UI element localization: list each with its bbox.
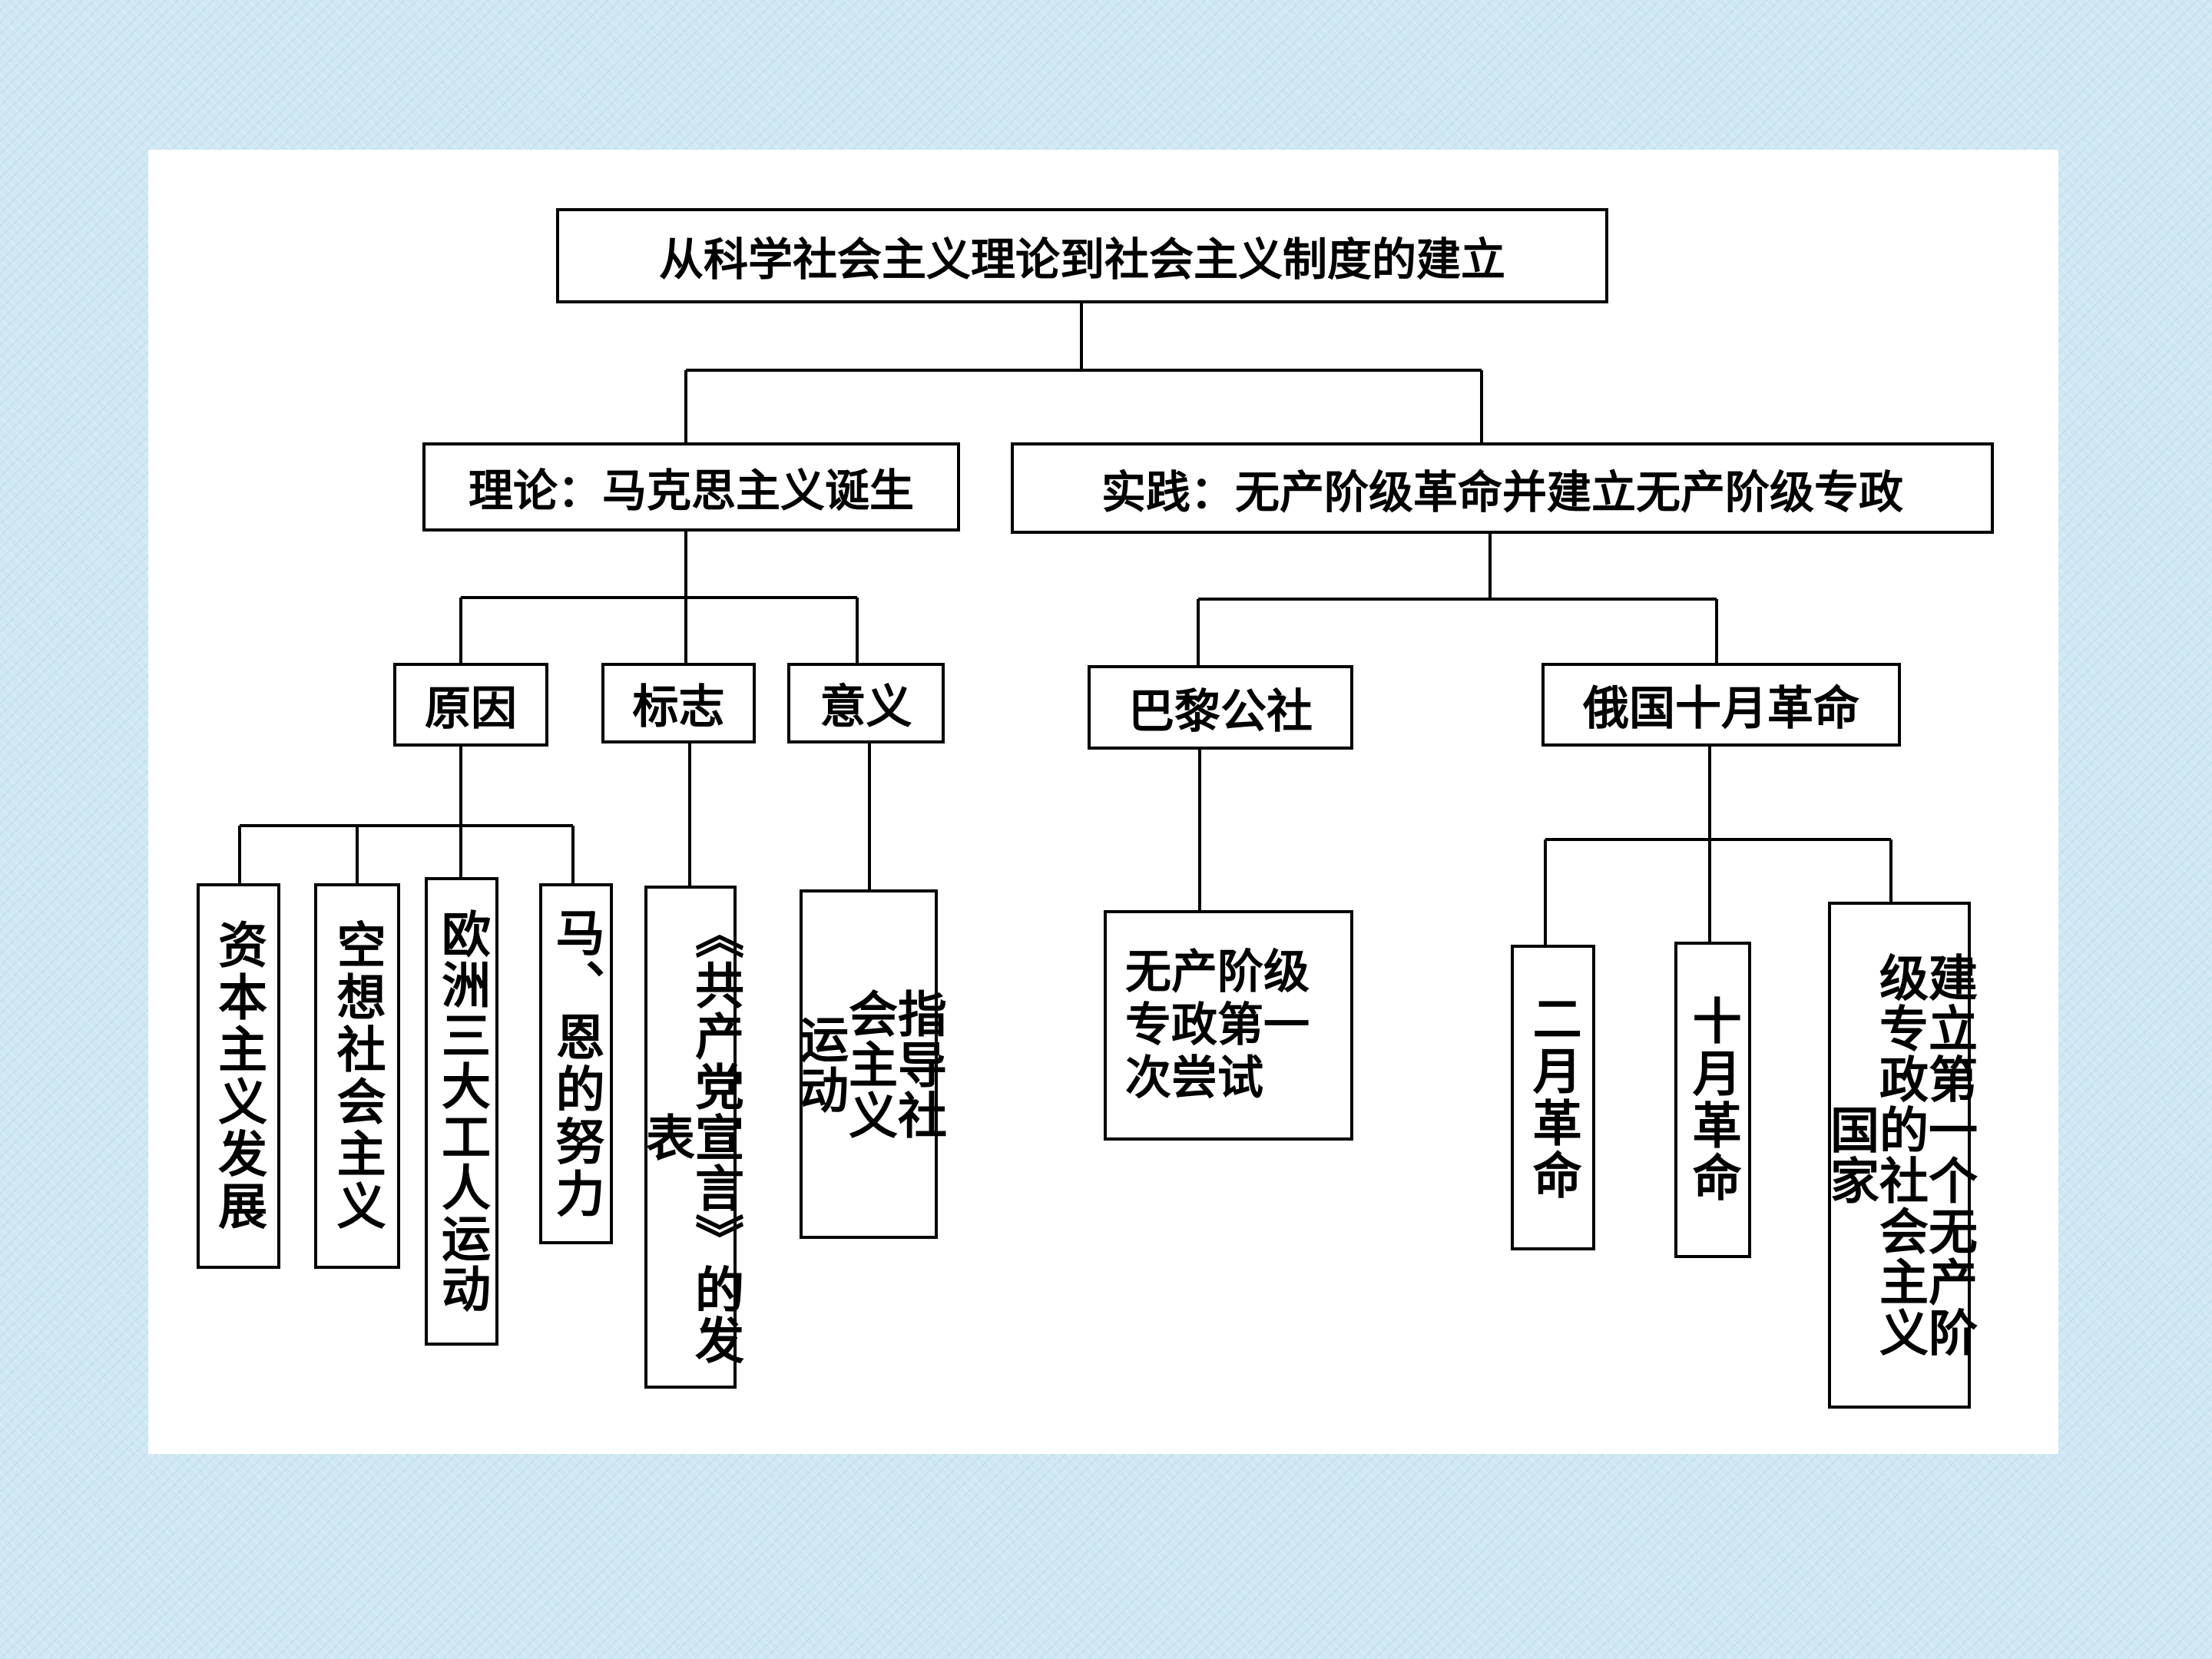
paris-commune-item-label: 无产阶级专政第一次尝试 [1125, 945, 1310, 1105]
russia-item-february-revolution: 二月革命 [1511, 945, 1595, 1250]
russia-item-label: 十月革命 [1684, 995, 1742, 1204]
cause-item-label: 马、恩的努力 [547, 907, 605, 1220]
russia-item-label: 建立第一个无产阶级专政的社会主义国家 [1822, 952, 1978, 1358]
paris-commune-label: 巴黎公社 [1128, 684, 1313, 739]
cause-item-label: 欧洲三大工人运动 [433, 909, 491, 1314]
mark-item-label: 《共产党宣言》的发表 [637, 909, 744, 1366]
root-node: 从科学社会主义理论到社会主义制度的建立 [556, 208, 1608, 303]
significance-item-label: 指导社会主义运动 [791, 988, 947, 1141]
theory-node: 理论：马克思主义诞生 [422, 442, 960, 531]
cause-item-workers-movements: 欧洲三大工人运动 [425, 877, 498, 1346]
cause-item-label: 空想社会主义 [328, 919, 386, 1233]
practice-node: 实践：无产阶级革命并建立无产阶级专政 [1011, 442, 1994, 534]
october-revolution-label: 俄国十月革命 [1583, 682, 1859, 736]
practice-label: 实践：无产阶级革命并建立无产阶级专政 [1101, 465, 1903, 518]
paris-commune-item: 无产阶级专政第一次尝试 [1104, 910, 1353, 1141]
cause-item-capitalism: 资本主义发展 [197, 883, 280, 1269]
significance-item-guide: 指导社会主义运动 [791, 889, 947, 1239]
significance-label: 意义 [820, 680, 912, 734]
russia-item-label: 二月革命 [1524, 993, 1582, 1202]
mark-item-manifesto: 《共产党宣言》的发表 [637, 886, 744, 1389]
significance-node: 意义 [787, 663, 945, 743]
paris-commune-node: 巴黎公社 [1088, 665, 1353, 750]
cause-item-label: 资本主义发展 [210, 919, 268, 1233]
cause-label: 原因 [425, 682, 517, 736]
russia-item-october-revolution: 十月革命 [1674, 942, 1751, 1258]
russia-item-first-socialist-state: 建立第一个无产阶级专政的社会主义国家 [1822, 902, 1978, 1409]
root-label: 从科学社会主义理论到社会主义制度的建立 [658, 233, 1505, 286]
theory-label: 理论：马克思主义诞生 [468, 465, 914, 517]
cause-node: 原因 [393, 663, 548, 747]
october-revolution-node: 俄国十月革命 [1541, 663, 1901, 747]
mark-node: 标志 [601, 663, 756, 743]
mark-label: 标志 [632, 680, 725, 734]
cause-item-marx-engels: 马、恩的努力 [539, 883, 613, 1244]
cause-item-utopian-socialism: 空想社会主义 [314, 883, 400, 1269]
